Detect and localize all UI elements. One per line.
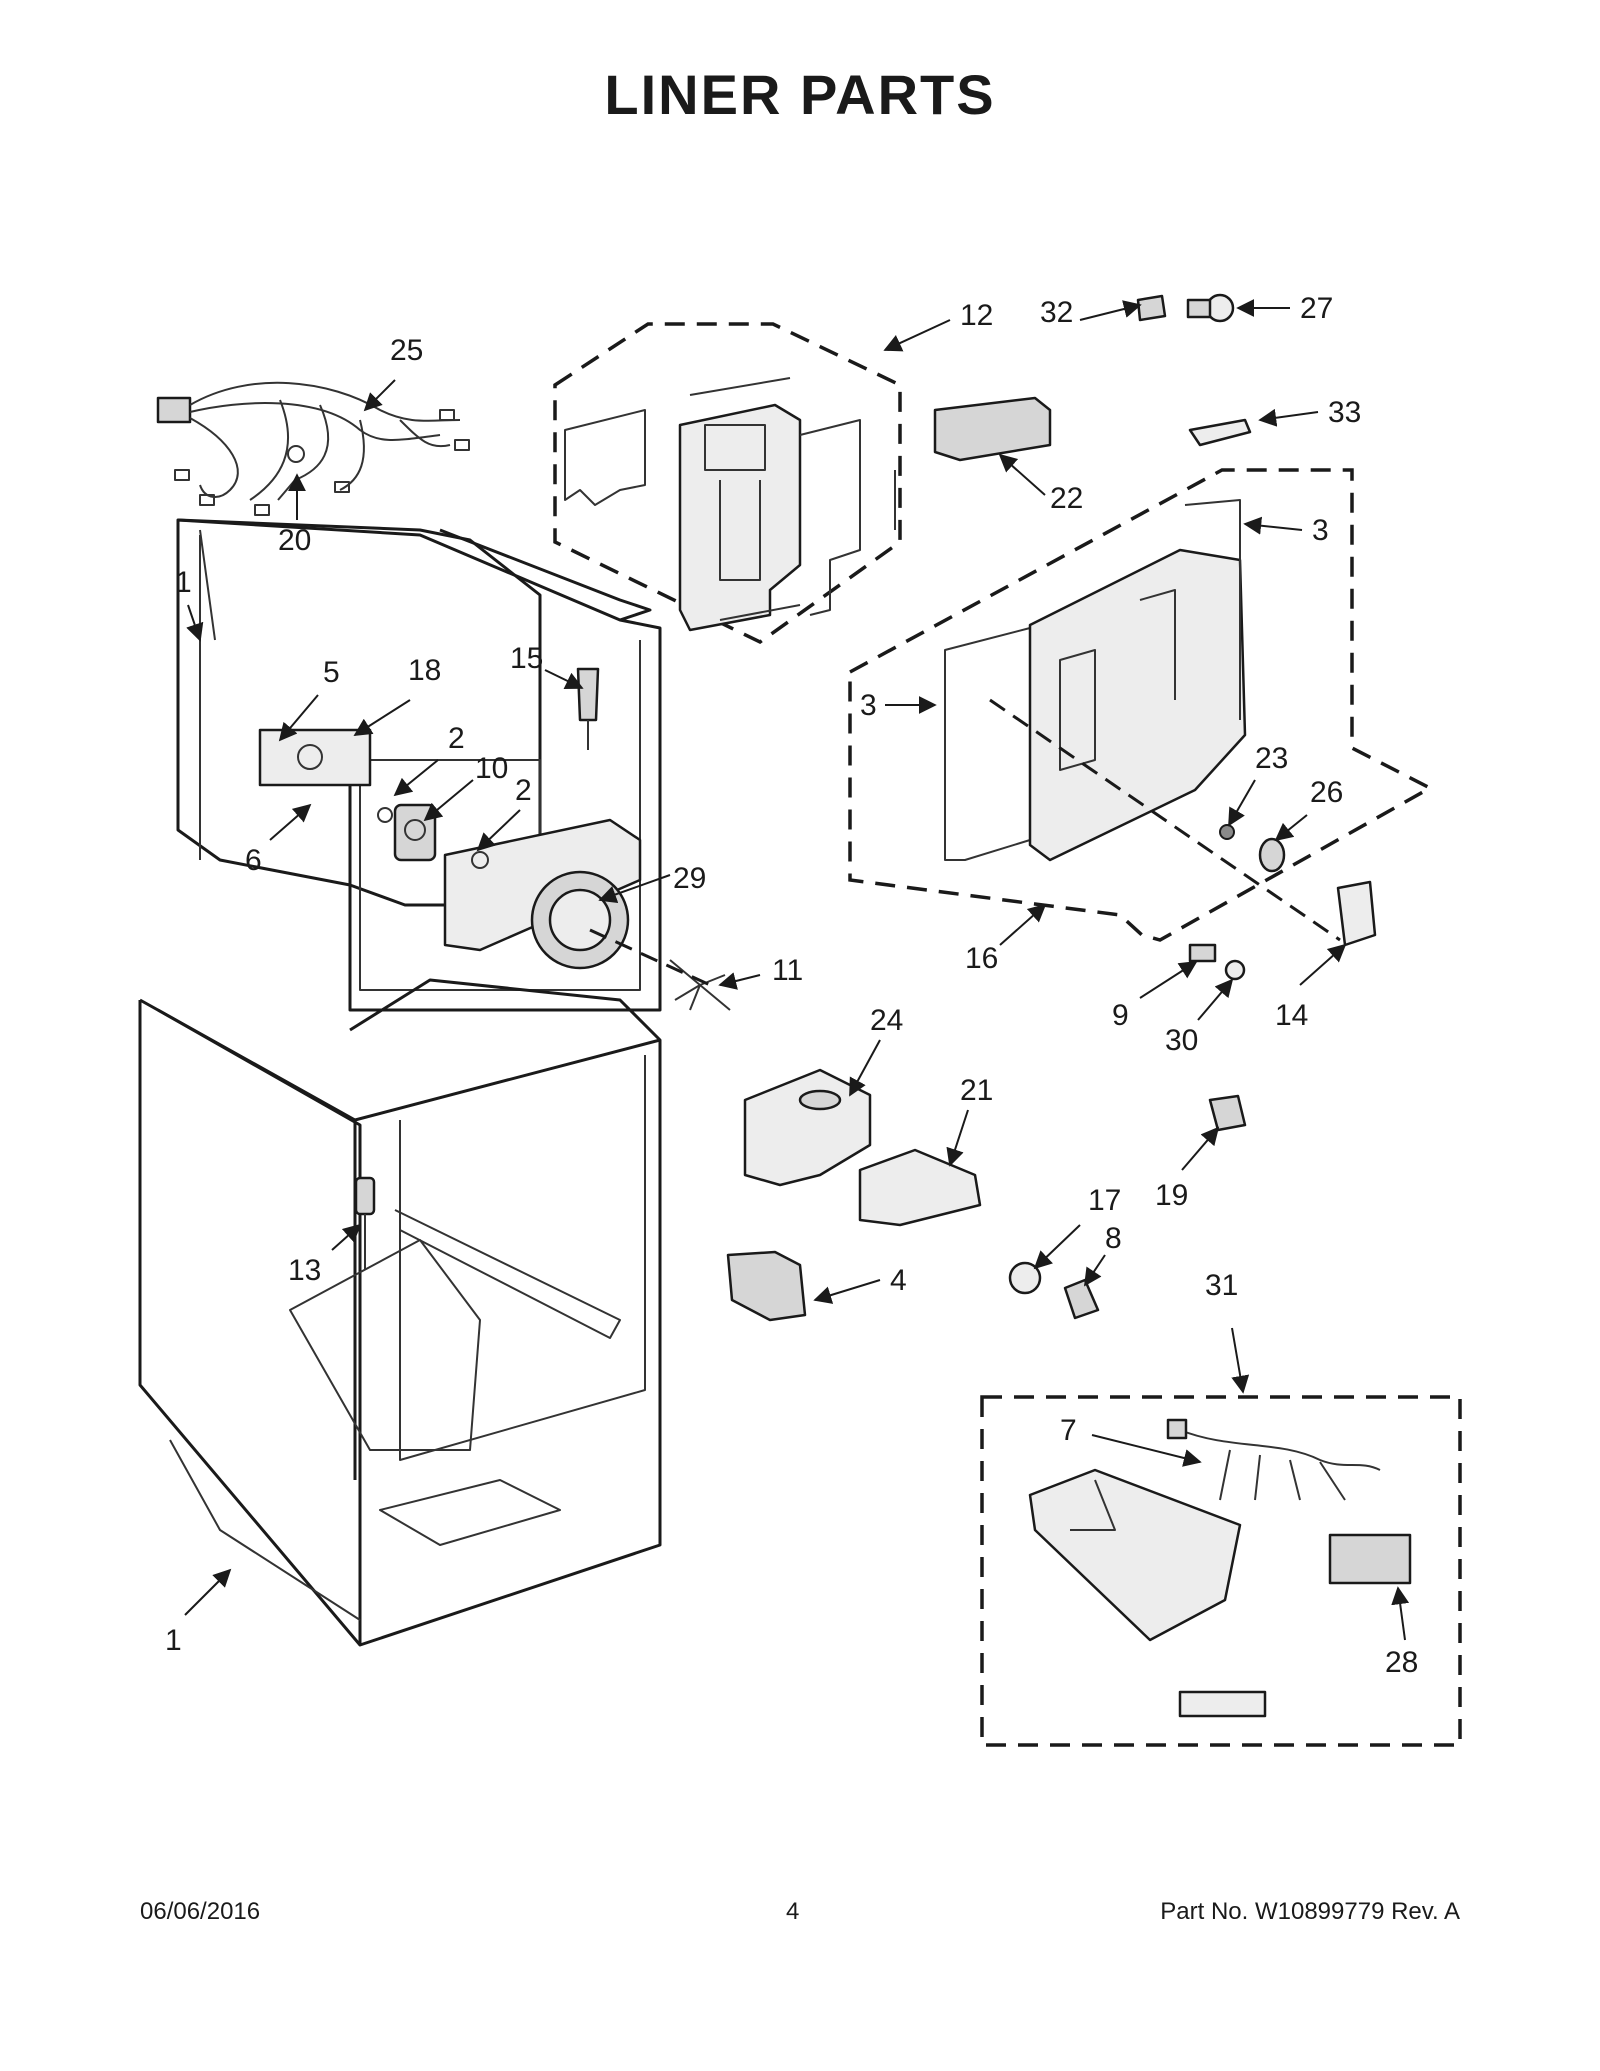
callout-12: 12 xyxy=(960,299,993,332)
group-box-16 xyxy=(848,468,1434,942)
callout-20: 20 xyxy=(278,524,311,557)
screw-part-9 xyxy=(1188,943,1217,963)
callout-23: 23 xyxy=(1255,742,1288,775)
socket-part-8 xyxy=(1063,1278,1100,1320)
group-box-31 xyxy=(980,1395,1462,1747)
leader-lines xyxy=(184,299,1410,1641)
callout-15: 15 xyxy=(510,642,543,675)
callout-19: 19 xyxy=(1155,1179,1188,1212)
fresh-food-liner-part xyxy=(138,978,662,1647)
grille-part-4 xyxy=(726,1250,807,1322)
control-housing-part xyxy=(933,396,1052,462)
plug-part-30 xyxy=(1224,959,1246,981)
evaporator-cover-part xyxy=(564,377,896,632)
callout-16: 16 xyxy=(965,942,998,975)
callout-27: 27 xyxy=(1300,292,1333,325)
bulb-part-17 xyxy=(1008,1261,1042,1295)
callout-5: 5 xyxy=(323,656,340,689)
bulb-part-27 xyxy=(1186,293,1235,323)
housing-part-24 xyxy=(743,1068,872,1187)
knob-part-26 xyxy=(1258,837,1286,873)
air-tower-panel-part xyxy=(944,499,1247,862)
callout-8: 8 xyxy=(1105,1222,1122,1255)
lens-part-33 xyxy=(1188,418,1252,447)
damper-axis-line xyxy=(989,698,1341,942)
ice-kit-part-31 xyxy=(1028,1418,1412,1718)
callout-14: 14 xyxy=(1275,999,1308,1032)
callout-28: 28 xyxy=(1385,1646,1418,1679)
callout-2-a: 2 xyxy=(448,722,465,755)
cover-part-14 xyxy=(1336,880,1377,947)
callout-18: 18 xyxy=(408,654,441,687)
callout-29: 29 xyxy=(673,862,706,895)
callout-31: 31 xyxy=(1205,1269,1238,1302)
footer-date: 06/06/2016 xyxy=(140,1898,261,1925)
callout-10: 10 xyxy=(475,752,508,785)
footer-page-number: 4 xyxy=(786,1898,800,1925)
callout-22: 22 xyxy=(1050,482,1083,515)
callout-11: 11 xyxy=(772,954,803,987)
socket-part-32 xyxy=(1136,294,1167,322)
wire-harness-part xyxy=(156,381,470,516)
shelf-part-21 xyxy=(858,1148,982,1227)
switch-part-19 xyxy=(1208,1094,1247,1132)
callout-17: 17 xyxy=(1088,1184,1121,1217)
callout-7: 7 xyxy=(1060,1414,1077,1447)
callout-32: 32 xyxy=(1040,296,1073,329)
callout-25: 25 xyxy=(390,334,423,367)
callout-26: 26 xyxy=(1310,776,1343,809)
callout-3-left: 3 xyxy=(860,689,877,722)
callout-1-bottom: 1 xyxy=(165,1624,182,1657)
housing-part-24-port xyxy=(798,1089,842,1111)
callout-33: 33 xyxy=(1328,396,1361,429)
callout-2-b: 2 xyxy=(515,774,532,807)
callout-30: 30 xyxy=(1165,1024,1198,1057)
callout-labels: 25 20 1 5 18 15 2 10 2 6 29 11 12 22 32 … xyxy=(165,292,1418,1679)
freezer-liner-part xyxy=(176,518,662,1012)
callout-6: 6 xyxy=(245,844,262,877)
group-box-12 xyxy=(553,322,902,645)
callout-9: 9 xyxy=(1112,999,1129,1032)
footer-part-number: Part No. W10899779 Rev. A xyxy=(1160,1898,1460,1925)
callout-24: 24 xyxy=(870,1004,903,1037)
callout-21: 21 xyxy=(960,1074,993,1107)
page-title: LINER PARTS xyxy=(604,63,996,126)
callout-13: 13 xyxy=(288,1254,321,1287)
screw-part-23 xyxy=(1219,824,1235,840)
callout-1-top: 1 xyxy=(175,566,192,599)
callout-3-right: 3 xyxy=(1312,514,1329,547)
callout-4: 4 xyxy=(890,1264,907,1297)
fan-axis-line xyxy=(589,928,711,987)
fan-motor-assembly xyxy=(258,667,731,1011)
